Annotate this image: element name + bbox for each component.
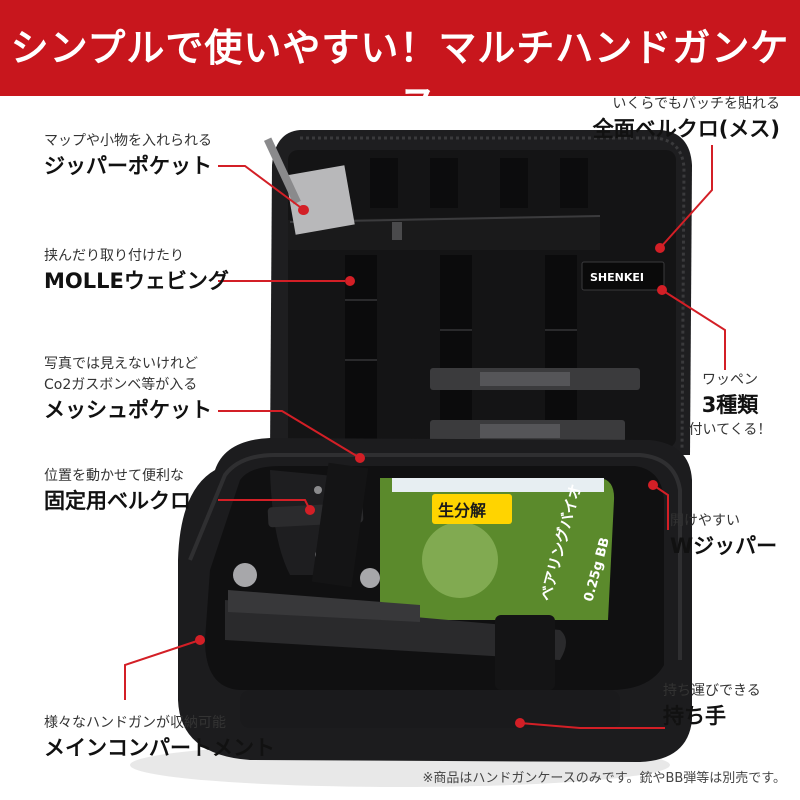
callout-zipper-pocket-sub: マップや小物を入れられる (44, 133, 212, 149)
callout-handle-main: 持ち手 (663, 703, 726, 728)
callout-patch-sub2: 付いてくる！ (688, 421, 772, 438)
product-photo: SHENKEI 生分解 ベアリングバイオ 0.25g BB (130, 130, 692, 787)
callout-full-velcro-main: 全面ベルクロ(メス) (592, 116, 780, 141)
callout-patch-main: 3種類 (701, 392, 759, 417)
bb-bag-label-1: 生分解 (438, 501, 486, 520)
callout-full-velcro-sub: いくらでもパッチを貼れる (612, 96, 780, 112)
callout-mesh-pocket-main: メッシュポケット (44, 397, 212, 422)
callout-mesh-pocket-sub2: Co2ガスボンベ等が入る (44, 376, 198, 393)
footnote: ※商品はハンドガンケースのみです。銃やBB弾等は別売です。 (422, 771, 786, 786)
banner-title: シンプルで使いやすい！マルチハンドガンケース (10, 26, 790, 126)
callout-w-zipper-main: Wジッパー (670, 533, 778, 558)
callout-handle-sub: 持ち運びできる (663, 683, 761, 699)
callout-velcro-fix-sub: 位置を動かせて便利な (44, 468, 184, 484)
callout-patch: ワッペン 3種類 付いてくる！ (670, 372, 790, 439)
callout-zipper-pocket-main: ジッパーポケット (44, 153, 212, 178)
callout-velcro-fix-main: 固定用ベルクロ (44, 488, 191, 513)
callout-handle: 持ち運びできる 持ち手 (663, 683, 761, 729)
shenkei-patch-text: SHENKEI (590, 271, 644, 284)
callout-main-compartment-main: メインコンパートメント (44, 735, 275, 760)
callout-molle-main: MOLLEウェビング (44, 268, 229, 293)
callout-mesh-pocket: 写真では見えないけれど Co2ガスボンベ等が入る メッシュポケット (44, 356, 212, 423)
callout-main-compartment-sub: 様々なハンドガンが収納可能 (44, 715, 226, 731)
callout-mesh-pocket-sub1: 写真では見えないけれど (44, 356, 198, 372)
callout-velcro-fix: 位置を動かせて便利な 固定用ベルクロ (44, 468, 191, 514)
title-banner: シンプルで使いやすい！マルチハンドガンケース (0, 0, 800, 126)
callout-w-zipper: 開けやすい Wジッパー (670, 513, 777, 559)
callout-full-velcro: いくらでもパッチを貼れる 全面ベルクロ(メス) (593, 96, 780, 142)
callout-molle-sub: 挟んだり取り付けたり (44, 248, 184, 264)
callout-w-zipper-sub: 開けやすい (670, 513, 740, 529)
callout-molle: 挟んだり取り付けたり MOLLEウェビング (44, 248, 229, 294)
callout-zipper-pocket: マップや小物を入れられる ジッパーポケット (44, 133, 212, 179)
callout-patch-sub1: ワッペン (702, 372, 758, 388)
callout-main-compartment: 様々なハンドガンが収納可能 メインコンパートメント (44, 715, 275, 761)
